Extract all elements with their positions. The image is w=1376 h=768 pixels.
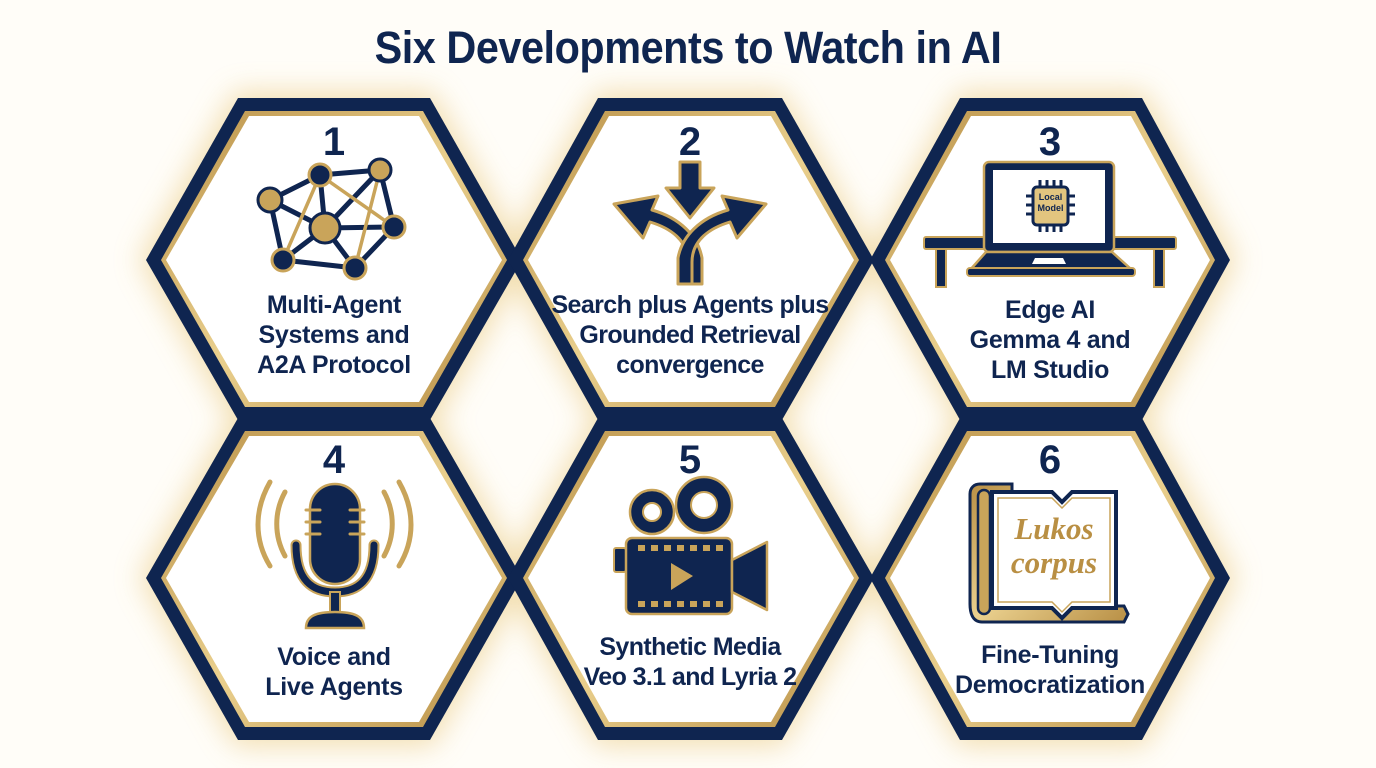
card-label: Multi-Agent Systems and A2A Protocol [184,290,484,380]
label-line: A2A Protocol [257,351,411,379]
label-line: Grounded Retrieval [579,321,801,349]
label-line: Fine-Tuning [981,641,1119,669]
book-text-line: Lukos [1014,511,1094,546]
development-card-2: 2 [540,122,840,162]
development-card-5: 5 [540,440,840,480]
label-line: Systems and [258,321,410,349]
network-graph-icon [256,157,407,281]
development-card-4: 4 [184,440,484,480]
chip-label: Local Model [1033,192,1068,214]
chip-icon [1026,180,1075,232]
label-line: Democratization [955,671,1145,699]
converging-arrows-icon [612,160,768,286]
label-line: Multi-Agent [266,291,402,319]
card-number: 3 [1038,120,1062,164]
microphone-icon [255,479,414,630]
chip-text-line: Model [1037,203,1064,213]
development-card-1: 1 [184,122,484,162]
card-label: Voice and Live Agents [184,642,484,702]
label-line: Voice and [277,643,391,671]
label-line: convergence [616,351,764,379]
card-number: 5 [678,438,702,482]
label-line: Edge AI [1004,296,1096,324]
label-line: Veo 3.1 and Lyria 2 [583,663,797,691]
card-label: Fine-Tuning Democratization [900,640,1200,700]
hex-frame-1 [146,98,522,420]
card-number: 2 [678,120,702,164]
card-number: 1 [322,120,346,164]
development-card-6: 6 [900,440,1200,480]
card-number: 6 [1038,438,1062,482]
card-label: Synthetic Media Veo 3.1 and Lyria 2 [530,632,850,692]
label-line: Search plus Agents plus [551,291,829,319]
book-label: Lukos corpus [996,512,1112,580]
label-line: Gemma 4 and [969,326,1131,354]
development-card-3: 3 [900,122,1200,162]
card-label: Edge AI Gemma 4 and LM Studio [900,295,1200,385]
film-camera-icon [613,475,769,616]
chip-text-line: Local [1038,192,1063,202]
label-line: LM Studio [990,356,1110,384]
card-number: 4 [322,438,346,482]
label-line: Live Agents [265,673,403,701]
label-line: Synthetic Media [599,633,781,661]
card-label: Search plus Agents plus Grounded Retriev… [530,290,850,380]
book-scroll-icon [968,482,1130,624]
laptop-chip-icon [923,160,1177,288]
page-title: Six Developments to Watch in AI [374,22,1002,73]
book-text-line: corpus [1010,545,1098,580]
